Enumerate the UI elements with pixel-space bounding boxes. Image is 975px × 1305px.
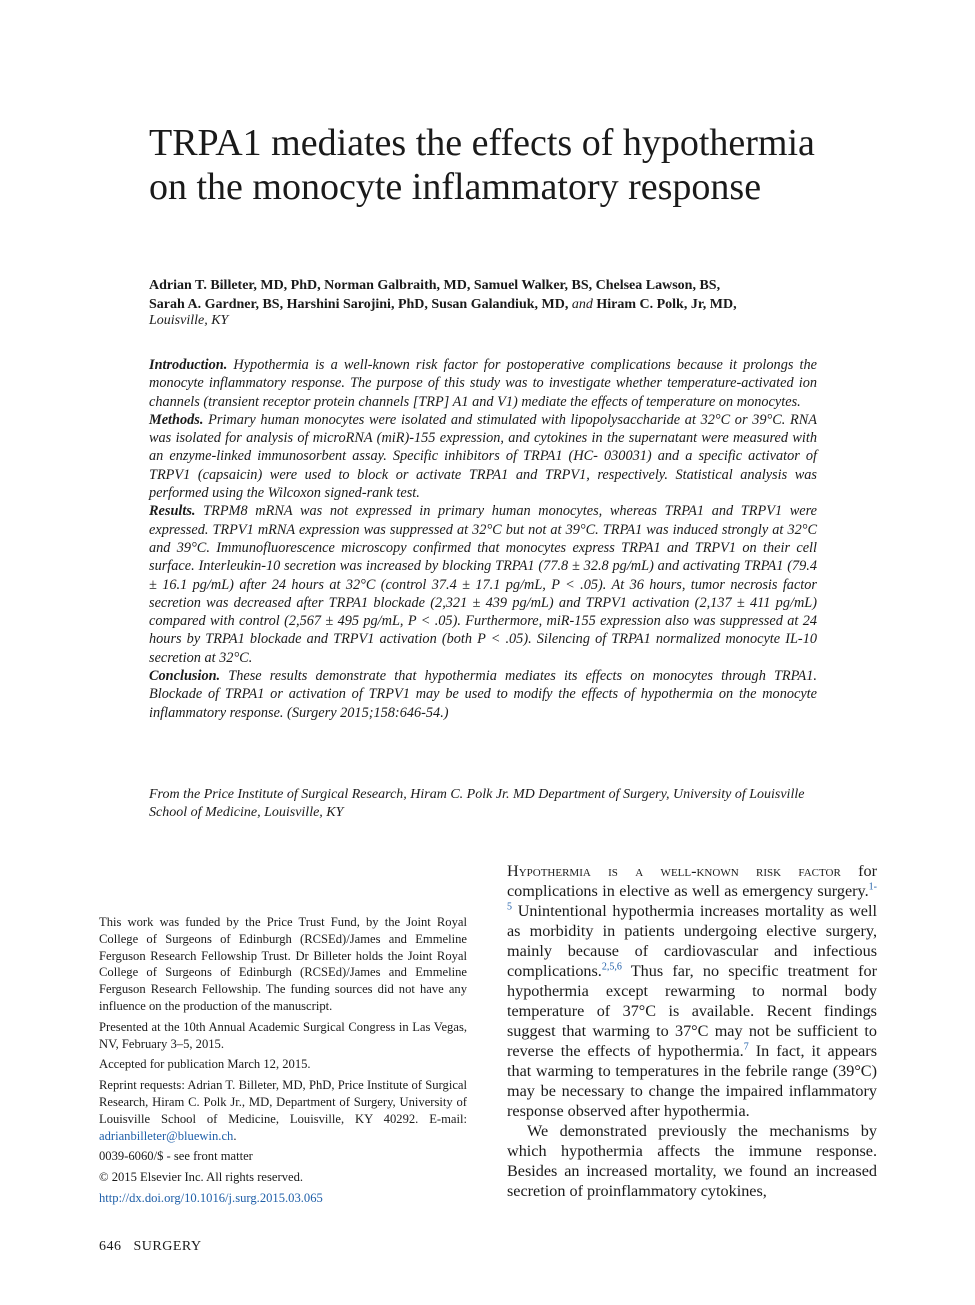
lead-in: Hypothermia is a well-known risk factor: [507, 862, 841, 880]
author-names: Hiram C. Polk, Jr, MD,: [596, 297, 737, 312]
reference-link[interactable]: 7: [743, 1041, 749, 1053]
abstract-heading: Introduction.: [149, 357, 228, 373]
doi-note: http://dx.doi.org/10.1016/j.surg.2015.03…: [99, 1190, 467, 1207]
reprint-note: Reprint requests: Adrian T. Billeter, MD…: [99, 1077, 467, 1144]
footnotes: This work was funded by the Price Trust …: [99, 914, 467, 1211]
reference-link[interactable]: 1-5: [507, 881, 877, 913]
affiliation: From the Price Institute of Surgical Res…: [149, 787, 805, 820]
author-location: Louisville, KY: [149, 313, 229, 328]
body-paragraph: Hypothermia is a well-known risk factor …: [507, 861, 877, 1121]
body-text-run: Thus far, no specific treatment for hypo…: [507, 962, 877, 1060]
author-list: Adrian T. Billeter, MD, PhD, Norman Galb…: [149, 276, 829, 314]
reprint-text: Reprint requests: Adrian T. Billeter, MD…: [99, 1078, 467, 1126]
abstract-text: Primary human monocytes were isolated an…: [149, 411, 817, 502]
doi-link[interactable]: http://dx.doi.org/10.1016/j.surg.2015.03…: [99, 1190, 323, 1205]
abstract-heading: Conclusion.: [149, 668, 221, 685]
copyright-note: © 2015 Elsevier Inc. All rights reserved…: [99, 1170, 304, 1185]
abstract: Introduction. Hypothermia is a well-know…: [149, 356, 817, 722]
body-text-run: In fact, it appears that warming to temp…: [507, 1042, 877, 1120]
author-conjunction: and: [571, 297, 593, 312]
body-paragraph: We demonstrated previously the mechanism…: [507, 1122, 877, 1200]
abstract-results: Results. TRPM8 mRNA was not expressed in…: [149, 502, 817, 667]
issn-note: 0039-6060/$ - see front matter: [99, 1149, 253, 1164]
author-names: Sarah A. Gardner, BS, Harshini Sarojini,…: [149, 297, 569, 312]
reference-link[interactable]: 2,5,6: [601, 961, 622, 973]
reprint-end: .: [233, 1128, 237, 1143]
author-line: Sarah A. Gardner, BS, Harshini Sarojini,…: [149, 295, 829, 314]
author-line: Adrian T. Billeter, MD, PhD, Norman Galb…: [149, 278, 721, 293]
abstract-methods: Methods. Primary human monocytes were is…: [149, 411, 817, 502]
abstract-text: TRPM8 mRNA was not expressed in primary …: [149, 503, 817, 666]
abstract-heading: Results.: [149, 503, 196, 520]
page-number: 646: [99, 1239, 122, 1254]
presented-note: Presented at the 10th Annual Academic Su…: [99, 1019, 467, 1051]
abstract-conclusion: Conclusion. These results demonstrate th…: [149, 667, 817, 722]
body-text-run: for complications in elective as well as…: [507, 862, 877, 900]
abstract-text: Hypothermia is a well-known risk factor …: [149, 357, 817, 410]
accepted-note: Accepted for publication March 12, 2015.: [99, 1057, 311, 1072]
funding-note: This work was funded by the Price Trust …: [99, 915, 467, 1013]
abstract-heading: Methods.: [149, 411, 204, 428]
page-footer: 646 SURGERY: [99, 1239, 202, 1255]
journal-name: SURGERY: [133, 1239, 202, 1254]
email-link[interactable]: adrianbilleter@bluewin.ch: [99, 1128, 234, 1143]
abstract-introduction: Introduction. Hypothermia is a well-know…: [149, 356, 817, 411]
abstract-text: These results demonstrate that hypotherm…: [149, 668, 817, 721]
body-text: Hypothermia is a well-known risk factor …: [507, 861, 877, 1201]
article-title: TRPA1 mediates the effects of hypothermi…: [149, 122, 815, 208]
body-text-run: Unintentional hypothermia increases mort…: [507, 902, 877, 980]
